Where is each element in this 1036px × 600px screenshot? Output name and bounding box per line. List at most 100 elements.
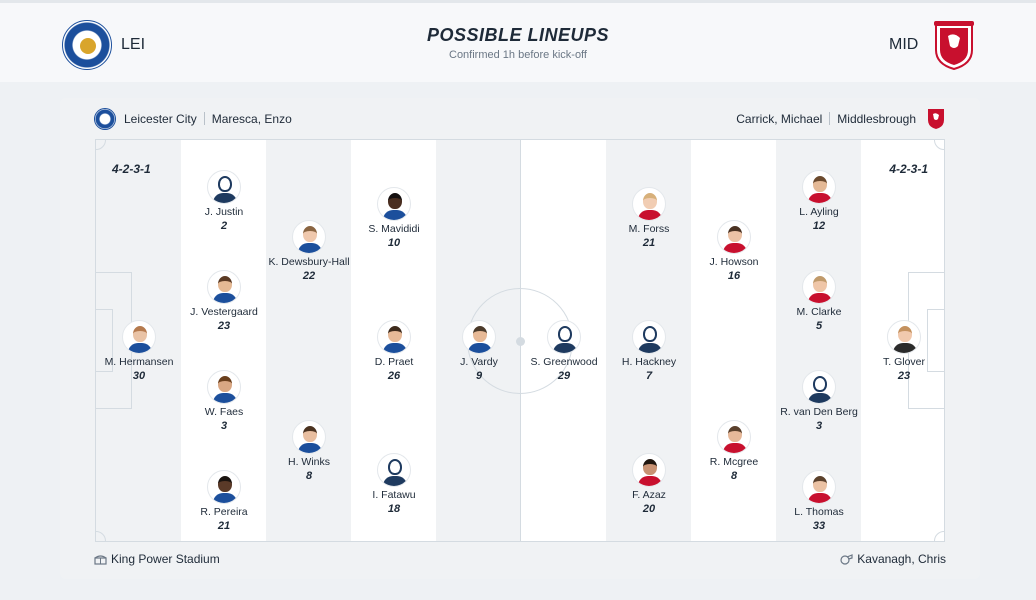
middlesbrough-crest-icon[interactable] xyxy=(930,20,978,70)
player-number: 10 xyxy=(387,237,401,249)
home-formation: 4-2-3-1 xyxy=(112,162,151,176)
player-name: H. Hackney xyxy=(621,356,677,368)
player-photo xyxy=(207,470,241,504)
player-name: T. Glover xyxy=(882,356,925,368)
player-name: R. Pereira xyxy=(200,506,248,518)
home-manager-name[interactable]: Maresca, Enzo xyxy=(211,112,292,126)
away-player[interactable]: J. Howson 16 xyxy=(684,220,784,282)
player-photo xyxy=(802,170,836,204)
player-photo xyxy=(122,320,156,354)
home-player[interactable]: R. Pereira 21 xyxy=(174,470,274,532)
corner-arc xyxy=(96,140,106,150)
player-name: W. Faes xyxy=(204,406,244,418)
stadium-icon xyxy=(94,555,107,565)
home-team-name[interactable]: Leicester City xyxy=(124,112,197,126)
page-title: POSSIBLE LINEUPS xyxy=(426,25,610,45)
center-spot xyxy=(516,337,525,346)
player-name: S. Greenwood xyxy=(530,356,598,368)
player-number: 5 xyxy=(815,320,823,332)
away-player[interactable]: R. Mcgree 8 xyxy=(684,420,784,482)
player-number: 26 xyxy=(387,370,401,382)
player-number: 16 xyxy=(727,270,741,282)
player-silhouette-icon xyxy=(377,453,411,487)
player-number: 20 xyxy=(642,503,656,515)
away-player[interactable]: L. Thomas 33 xyxy=(769,470,869,532)
home-player[interactable]: D. Praet 26 xyxy=(344,320,444,382)
player-photo xyxy=(292,420,326,454)
player-name: J. Vestergaard xyxy=(190,306,258,318)
home-player[interactable]: J. Vestergaard 23 xyxy=(174,270,274,332)
player-number: 23 xyxy=(217,320,231,332)
away-team-code[interactable]: MID xyxy=(889,36,919,53)
player-photo xyxy=(207,270,241,304)
player-silhouette-icon xyxy=(802,370,836,404)
player-number: 22 xyxy=(302,270,316,282)
player-name: F. Azaz xyxy=(632,489,666,501)
lineup-card: Leicester City Maresca, Enzo Carrick, Mic… xyxy=(60,98,980,579)
player-number: 8 xyxy=(730,470,738,482)
away-player[interactable]: F. Azaz 20 xyxy=(599,453,699,515)
home-player[interactable]: W. Faes 3 xyxy=(174,370,274,432)
away-team-name[interactable]: Middlesbrough xyxy=(837,112,916,126)
player-number: 21 xyxy=(642,237,656,249)
corner-arc xyxy=(934,531,944,541)
player-number: 7 xyxy=(645,370,653,382)
player-name: I. Fatawu xyxy=(372,489,416,501)
player-number: 2 xyxy=(220,220,228,232)
player-number: 29 xyxy=(557,370,571,382)
player-photo xyxy=(462,320,496,354)
page-subtitle: Confirmed 1h before kick-off xyxy=(449,49,587,61)
player-photo xyxy=(802,470,836,504)
player-number: 3 xyxy=(815,420,823,432)
leicester-crest-icon[interactable] xyxy=(62,20,112,70)
away-formation: 4-2-3-1 xyxy=(889,162,928,176)
player-photo xyxy=(632,453,666,487)
away-goal-area xyxy=(927,309,944,372)
away-player[interactable]: M. Forss 21 xyxy=(599,187,699,249)
player-photo xyxy=(377,187,411,221)
lineups-header: LEI POSSIBLE LINEUPS Confirmed 1h before… xyxy=(0,0,1036,82)
away-manager-name[interactable]: Carrick, Michael xyxy=(736,112,823,126)
player-silhouette-icon xyxy=(207,170,241,204)
player-number: 18 xyxy=(387,503,401,515)
player-photo xyxy=(717,220,751,254)
home-player[interactable]: I. Fatawu 18 xyxy=(344,453,444,515)
away-player[interactable]: S. Greenwood 29 xyxy=(514,320,614,382)
away-player[interactable]: M. Clarke 5 xyxy=(769,270,869,332)
leicester-mini-crest-icon xyxy=(94,108,116,130)
player-number: 21 xyxy=(217,520,231,532)
divider xyxy=(829,112,831,125)
player-name: J. Howson xyxy=(709,256,759,268)
player-photo xyxy=(717,420,751,454)
player-name: M. Clarke xyxy=(796,306,842,318)
player-name: D. Praet xyxy=(374,356,414,368)
player-photo xyxy=(802,270,836,304)
divider xyxy=(203,112,205,125)
stadium-info: King Power Stadium xyxy=(94,552,220,566)
player-number: 23 xyxy=(897,370,911,382)
player-photo xyxy=(292,220,326,254)
team-info-row: Leicester City Maresca, Enzo Carrick, Mic… xyxy=(60,108,980,130)
player-number: 33 xyxy=(812,520,826,532)
player-name: M. Forss xyxy=(628,223,670,235)
player-number: 3 xyxy=(220,420,228,432)
referee-info: Kavanagh, Chris xyxy=(840,552,946,566)
pitch-stripe xyxy=(691,140,776,541)
player-name: R. Mcgree xyxy=(709,456,759,468)
home-team-code[interactable]: LEI xyxy=(121,36,146,53)
player-photo xyxy=(887,320,921,354)
player-name: L. Ayling xyxy=(799,206,839,218)
whistle-icon xyxy=(840,554,853,565)
away-player[interactable]: H. Hackney 7 xyxy=(599,320,699,382)
player-photo xyxy=(207,370,241,404)
player-name: L. Thomas xyxy=(794,506,844,518)
away-player[interactable]: T. Glover 23 xyxy=(854,320,944,382)
